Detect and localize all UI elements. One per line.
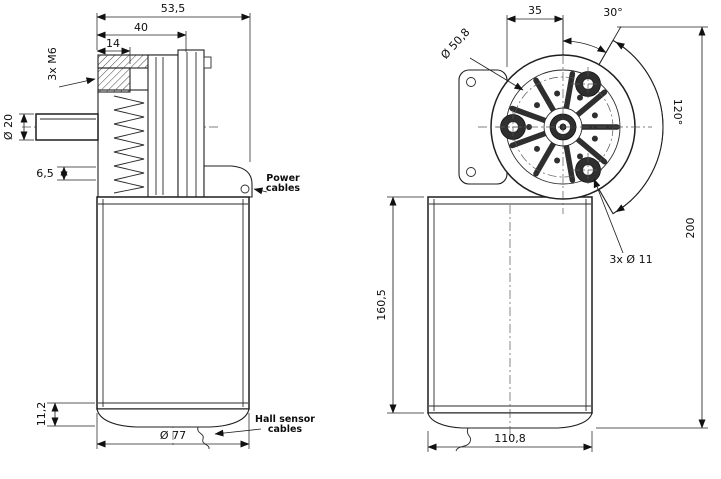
dim-body-diameter: Ø 77 [160,429,186,442]
dim-overall-height: 200 [684,218,697,239]
spoke-dots [526,90,598,164]
dim-shaft-diameter: Ø 20 [2,114,15,140]
end-cap-front [427,412,593,429]
mounting-hole [571,153,605,187]
dim-top-angle: 30° [603,6,623,19]
plate-screw [466,77,476,87]
dim-body-height: 160,5 [375,289,388,321]
mounting-hole [571,67,605,101]
dim-overall-depth: 53,5 [161,2,186,15]
dim-shoulder: 6,5 [36,167,54,180]
top-plate-section-hatch [97,54,151,69]
side-view [22,49,253,450]
side-view-dimensions: 53,5 40 14 3x M6 Ø 20 6,5 11,2 Ø 77 Powe… [2,2,315,449]
dim-body-width: 110,8 [494,432,526,445]
motor-body-side [96,196,250,410]
hall-sensor-wires [197,426,210,450]
dim-hole-angle: 120° [671,99,684,126]
angle-line-extension [612,26,622,41]
dim-plate-width: 40 [134,21,148,34]
dim-end-cap: 11,2 [35,402,48,427]
plate-screw [466,167,476,177]
output-shaft [35,113,99,141]
worm-gear [113,95,145,194]
tapped-boss-hatch [97,67,131,93]
gearbox-spokes [509,71,620,183]
flange-screw-top [203,56,212,69]
outer-flange [177,49,205,203]
label-power-cables-line1: Power [266,173,300,184]
dim-bolt-circle: Ø 50,8 [438,26,472,62]
gearbox-housing [97,89,151,198]
dim-boss-width: 14 [106,37,120,50]
label-tapped-holes: 3x M6 [46,47,59,81]
cable-grommet [240,184,250,194]
label-hall-cables-line1: Hall sensor [255,414,315,425]
cable-bracket [203,165,253,198]
label-power-cables-line2: cables [266,183,301,194]
motor-wire-front [455,427,472,452]
end-cap-side [96,408,250,428]
label-mounting-holes: 3x Ø 11 [609,253,652,266]
front-view [427,20,664,452]
dim-center-offset: 35 [528,4,542,17]
label-hall-cables-line2: cables [268,424,303,435]
